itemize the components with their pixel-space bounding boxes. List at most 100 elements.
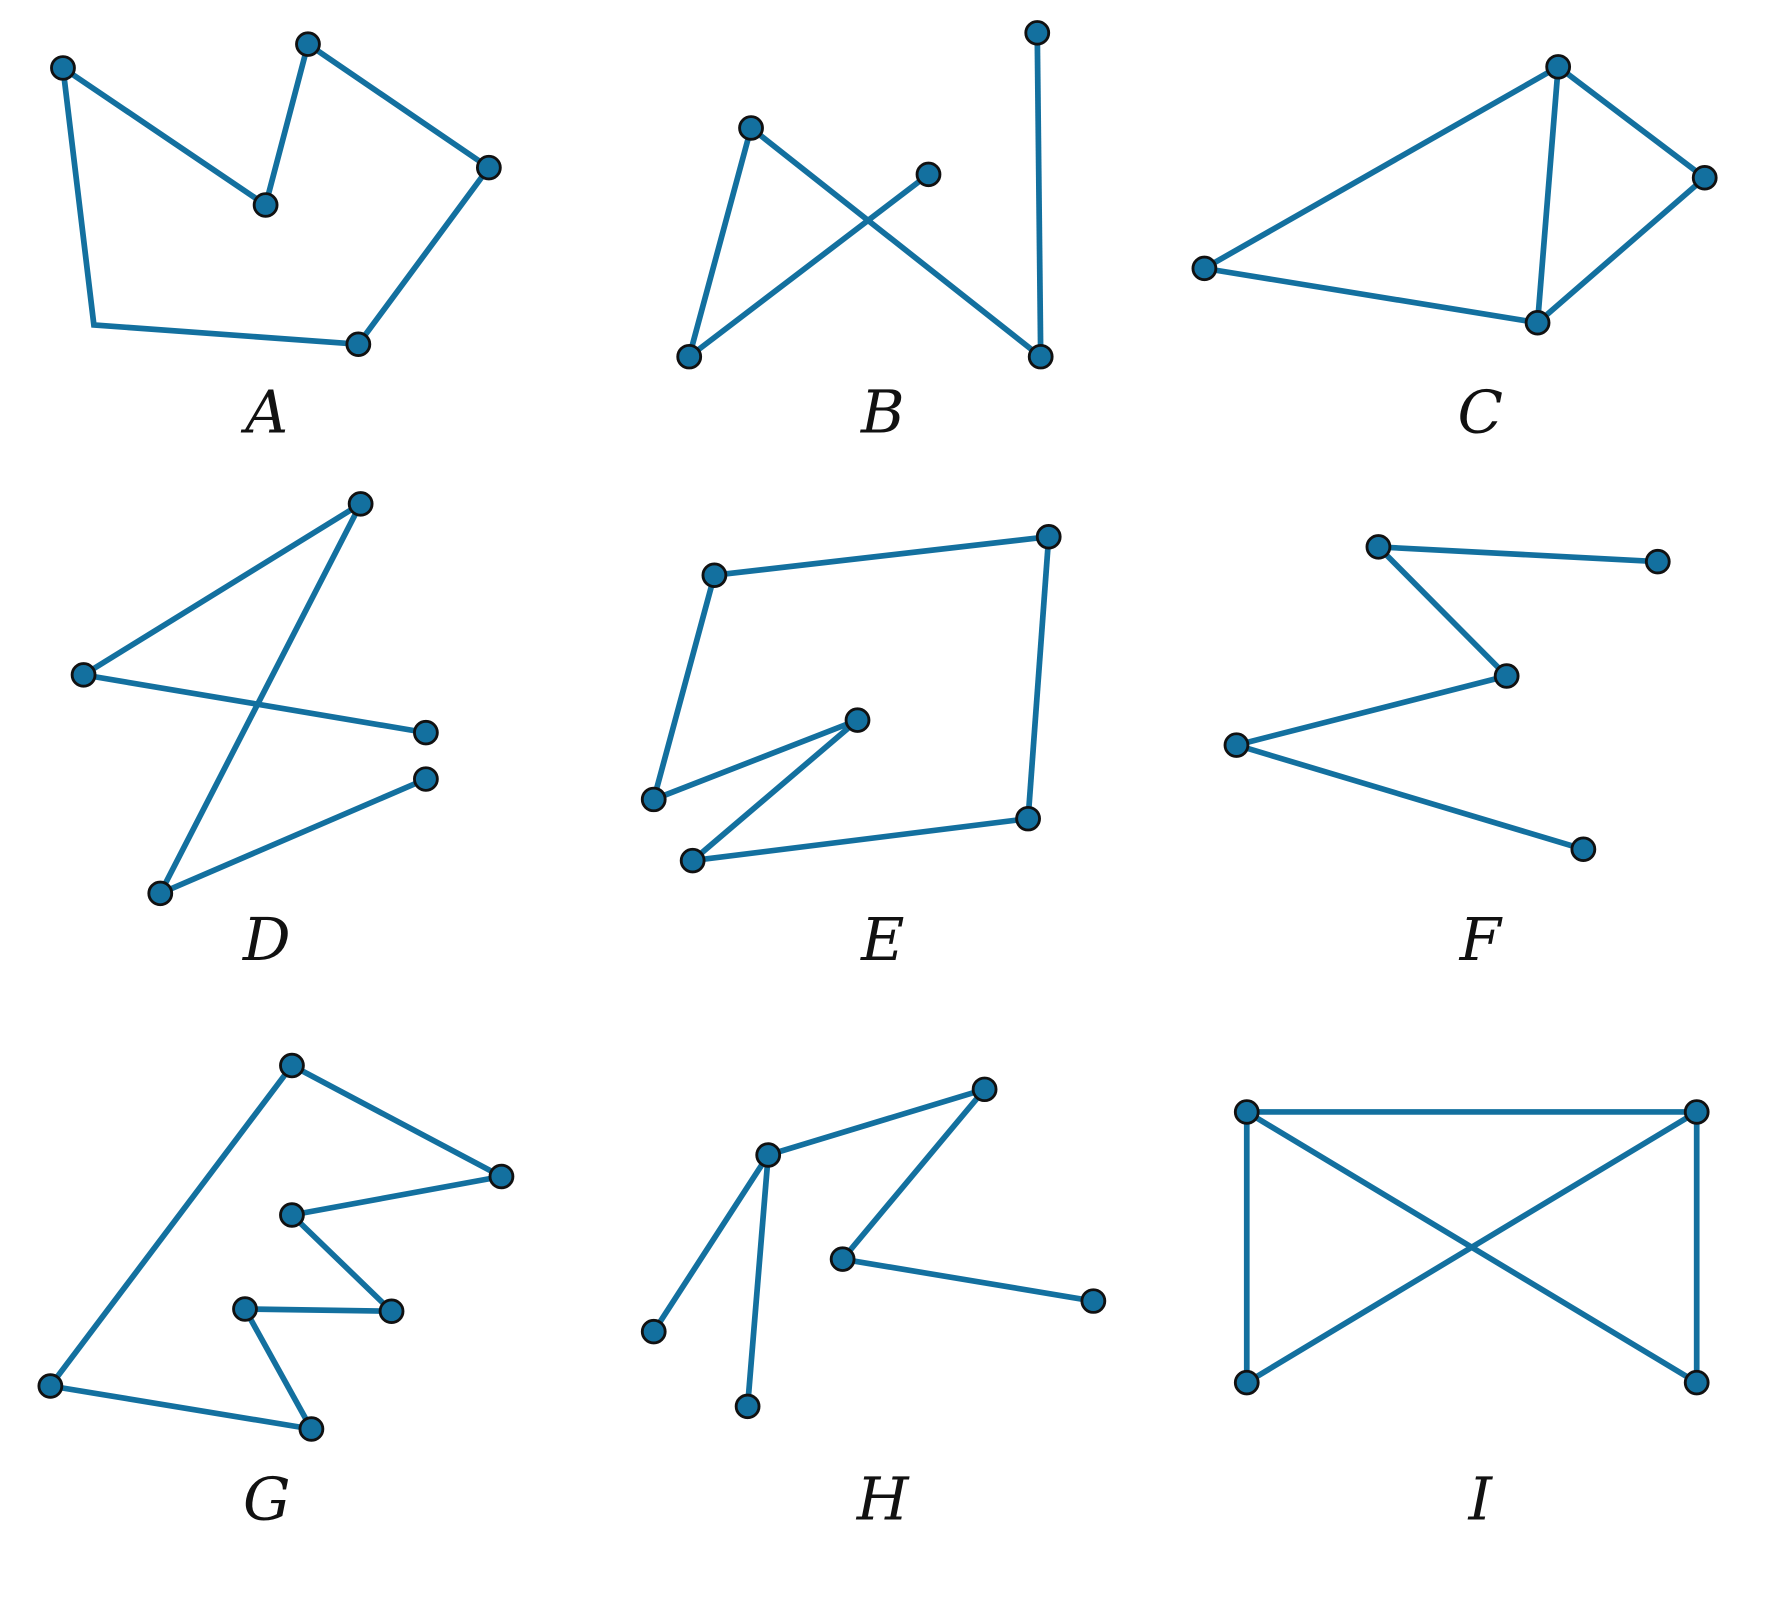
graph-g-node-1 <box>279 1052 305 1079</box>
graph-b-edge-1 <box>749 125 1043 359</box>
graph-d-edge-3 <box>159 776 428 897</box>
graph-f-edge-3 <box>1235 742 1585 852</box>
graph-e-node-1 <box>1035 523 1062 550</box>
graph-c-edge-1 <box>1203 265 1539 326</box>
panel-label-c: C <box>1458 378 1504 447</box>
graph-e-edge-5 <box>650 574 718 801</box>
graph-f <box>1223 534 1671 862</box>
graph-e-edge-0 <box>714 533 1050 579</box>
graph-g-node-3 <box>279 1202 305 1228</box>
graph-b <box>676 20 1054 370</box>
graph-b-edge-3 <box>1034 32 1044 357</box>
graph-d-node-4 <box>147 880 174 907</box>
graph-e <box>640 523 1062 874</box>
graph-i-node-3 <box>1683 1369 1710 1396</box>
graph-c-node-2 <box>1691 165 1718 191</box>
graph-g-edge-6 <box>49 1383 312 1432</box>
graph-c-node-3 <box>1524 309 1551 336</box>
graph-d-node-0 <box>347 491 374 517</box>
panel-label-h: H <box>856 1465 910 1534</box>
graph-g-node-2 <box>488 1163 515 1190</box>
graph-h-edge-2 <box>842 1256 1094 1304</box>
graph-i-node-1 <box>1683 1099 1710 1125</box>
graph-f-node-1 <box>1644 548 1671 575</box>
graph-b-node-1 <box>676 343 703 370</box>
graph-d-edge-0 <box>82 501 363 678</box>
graph-h-node-5 <box>734 1393 761 1420</box>
graph-g-edge-5 <box>242 1307 314 1431</box>
graph-h-node-1 <box>755 1142 782 1168</box>
graph-b-node-3 <box>1024 20 1051 46</box>
graph-h-edge-4 <box>744 1154 772 1407</box>
graph-f-edge-0 <box>1378 544 1658 565</box>
graph-g <box>37 1052 515 1442</box>
graph-h <box>640 1076 1107 1420</box>
graph-f-node-4 <box>1570 836 1597 862</box>
graph-a-node-1 <box>252 192 279 218</box>
panel-label-b: B <box>860 378 905 447</box>
graph-e-edge-4 <box>652 717 859 803</box>
graph-d-edge-2 <box>157 502 364 895</box>
panel-label-f: F <box>1459 906 1503 975</box>
graph-e-node-2 <box>1015 805 1041 832</box>
graph-b-edge-2 <box>687 172 931 359</box>
panel-label-a: A <box>240 378 288 447</box>
panel-label-d: D <box>242 906 291 975</box>
graph-c-edge-3 <box>1556 64 1707 181</box>
graph-g-edge-3 <box>289 1212 394 1314</box>
graph-h-node-2 <box>829 1246 856 1272</box>
panel-label-i: I <box>1468 1465 1494 1534</box>
graph-d-node-3 <box>413 766 439 792</box>
graph-e-edge-2 <box>692 815 1029 864</box>
graph-f-node-0 <box>1365 534 1392 560</box>
graph-h-edge-1 <box>840 1087 987 1261</box>
graph-c <box>1191 54 1718 336</box>
graph-e-node-4 <box>844 707 871 733</box>
graph-g-edge-4 <box>244 1306 392 1315</box>
graph-i <box>1233 1099 1710 1396</box>
panel-label-g: G <box>243 1465 291 1534</box>
graph-h-edge-0 <box>767 1086 986 1158</box>
graph-e-node-0 <box>701 562 728 588</box>
graph-g-edge-0 <box>48 1063 295 1388</box>
graph-g-node-5 <box>232 1296 258 1322</box>
graph-c-node-1 <box>1545 54 1572 80</box>
graph-d-node-1 <box>70 662 97 688</box>
graph-a-node-2 <box>295 31 321 57</box>
graph-e-edge-3 <box>690 718 860 863</box>
graph-i-edge-4 <box>1245 1109 1699 1386</box>
graph-a <box>50 31 502 357</box>
graph-h-edge-3 <box>651 1153 771 1334</box>
graph-e-edge-1 <box>1025 536 1052 819</box>
graph-b-edge-0 <box>686 127 754 358</box>
graph-b-node-4 <box>1027 343 1054 370</box>
graph-e-node-5 <box>640 786 667 813</box>
graph-f-edge-2 <box>1235 673 1508 748</box>
graph-h-node-4 <box>640 1318 667 1345</box>
graph-a-node-0 <box>50 55 76 81</box>
graph-d-node-2 <box>413 719 439 746</box>
graph-c-node-0 <box>1191 255 1218 282</box>
graph-b-node-2 <box>915 161 942 188</box>
graph-f-node-2 <box>1493 663 1520 689</box>
graph-i-node-2 <box>1233 1369 1260 1396</box>
graph-a-node-3 <box>475 154 502 181</box>
panel-label-e: E <box>860 906 904 975</box>
graph-d <box>70 491 439 907</box>
graph-g-node-0 <box>37 1373 64 1399</box>
graph-c-edge-2 <box>1534 66 1562 323</box>
graph-c-edge-0 <box>1202 64 1560 271</box>
graph-a-edge-path <box>60 39 493 348</box>
graph-g-node-6 <box>298 1416 325 1442</box>
graph-g-node-4 <box>378 1298 405 1324</box>
graph-f-node-3 <box>1223 732 1250 758</box>
graph-e-node-3 <box>679 847 706 874</box>
graph-b-node-0 <box>738 115 764 141</box>
graph-h-node-3 <box>1080 1288 1107 1314</box>
graph-g-edge-2 <box>291 1173 502 1218</box>
graph-h-node-0 <box>971 1076 998 1103</box>
graph-g-edge-1 <box>290 1063 503 1179</box>
graph-i-node-0 <box>1233 1099 1260 1125</box>
